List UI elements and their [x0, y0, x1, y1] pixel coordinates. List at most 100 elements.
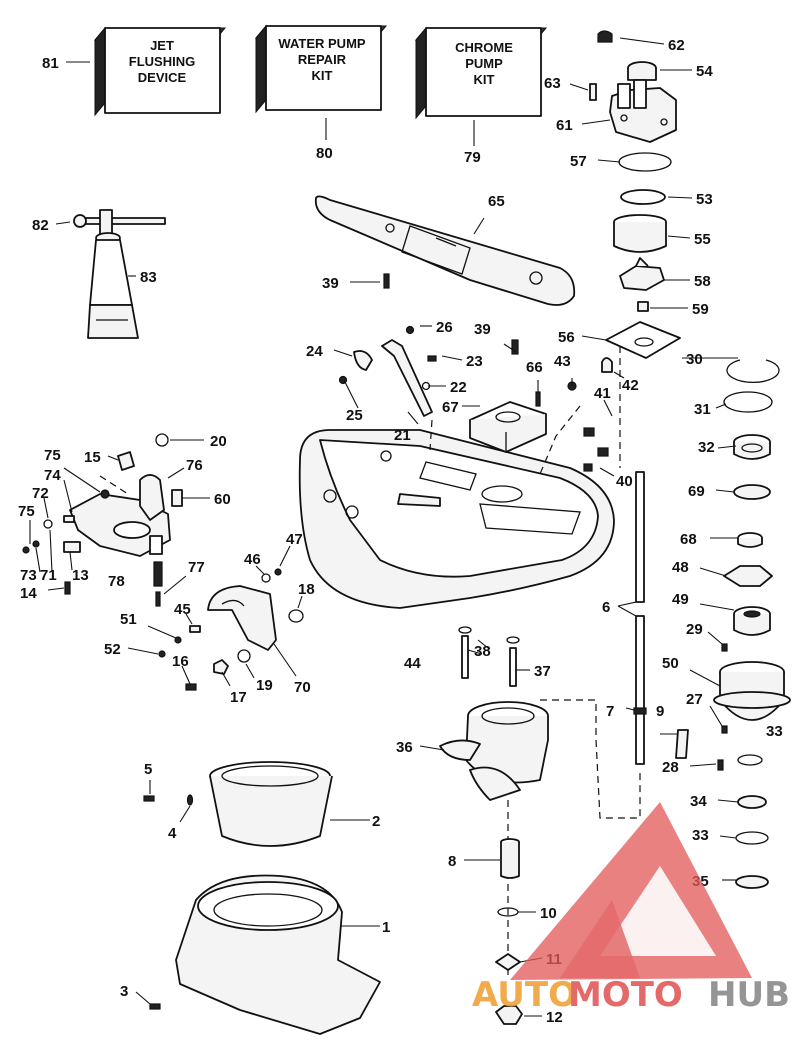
watermark-auto: AUTO [472, 975, 577, 1015]
steering-arm-78 [69, 474, 171, 557]
pin-9 [675, 729, 689, 759]
callout-42: 42 [622, 377, 639, 394]
kit-box-water-pump: WATER PUMP REPAIR KIT [254, 24, 388, 114]
callout-69: 69 [688, 483, 705, 500]
callout-25: 25 [346, 407, 363, 424]
bolt-37 [509, 647, 517, 687]
callout-70: 70 [294, 679, 311, 696]
callout-51: 51 [120, 611, 137, 628]
callout-54: 54 [696, 63, 713, 80]
watermark-moto: MOTO [568, 975, 683, 1015]
callout-8: 8 [448, 853, 456, 870]
callout-30: 30 [686, 351, 703, 368]
intake-housing-1 [175, 874, 381, 1035]
screw-29 [721, 643, 728, 652]
seal-68 [737, 532, 763, 548]
screw-14 [64, 581, 71, 595]
washer-19 [237, 649, 251, 663]
bearing-housing-50 [713, 661, 791, 721]
key-59 [637, 301, 649, 312]
retainer-48 [723, 565, 773, 587]
callout-78: 78 [108, 573, 125, 590]
screw-28 [717, 759, 724, 771]
callout-59: 59 [692, 301, 709, 318]
kit-jet-line1: JET [150, 38, 174, 53]
bolt-74 [63, 515, 75, 523]
callout-1: 1 [382, 919, 390, 936]
callout-20: 20 [210, 433, 227, 450]
ring-31 [723, 391, 773, 413]
callout-10: 10 [540, 905, 557, 922]
bearing-49 [733, 606, 771, 636]
callout-75b: 75 [18, 503, 35, 520]
pin-4 [186, 794, 194, 806]
lever-70 [207, 585, 277, 651]
callout-34: 34 [690, 793, 707, 810]
callout-56: 56 [558, 329, 575, 346]
callout-4: 4 [168, 825, 177, 842]
screw-45 [189, 625, 201, 633]
bushing-13 [63, 541, 81, 553]
callout-52: 52 [104, 641, 121, 658]
pump-housing-assembly [589, 30, 677, 143]
callout-55: 55 [694, 231, 711, 248]
callout-36: 36 [396, 739, 413, 756]
callout-46: 46 [244, 551, 261, 568]
callout-74: 74 [44, 467, 61, 484]
nut-17 [213, 659, 229, 675]
callout-73: 73 [20, 567, 37, 584]
nut-75-a [100, 489, 110, 499]
callout-39a: 39 [322, 275, 339, 292]
sleeve-8 [500, 838, 520, 879]
callout-19: 19 [256, 677, 273, 694]
callout-38: 38 [474, 643, 491, 660]
screw-3 [149, 1003, 161, 1010]
kit-box-chrome-pump: CHROME PUMP KIT [414, 26, 548, 120]
callout-62: 62 [668, 37, 685, 54]
watermark-hub: HUB [708, 975, 790, 1015]
callout-18: 18 [298, 581, 315, 598]
washer-46 [261, 573, 271, 583]
callout-37: 37 [534, 663, 551, 680]
callout-17: 17 [230, 689, 247, 706]
nozzle-2 [209, 761, 333, 847]
callout-31: 31 [694, 401, 711, 418]
screw-27 [721, 725, 728, 734]
screw-5 [143, 795, 155, 802]
bracket-21 [353, 339, 433, 417]
callout-47: 47 [286, 531, 303, 548]
callout-33a: 33 [766, 723, 783, 740]
tab-washer-11 [495, 953, 521, 971]
flushing-device [73, 209, 166, 339]
hose-41 [583, 414, 627, 457]
impeller-liner-55 [613, 214, 667, 253]
plate-56 [605, 321, 681, 359]
spring-77 [153, 561, 163, 587]
nut-12 [495, 1005, 523, 1025]
nut-47 [274, 568, 282, 576]
bushing-15 [117, 451, 135, 471]
callout-45: 45 [174, 601, 191, 618]
washer-18 [288, 609, 304, 623]
callout-72: 72 [32, 485, 49, 502]
nut-51 [174, 636, 182, 644]
callout-32: 32 [698, 439, 715, 456]
callout-83: 83 [140, 269, 157, 286]
callout-79: 79 [464, 149, 481, 166]
adapter-block-67 [469, 401, 547, 453]
kit-pump-line1: WATER PUMP [278, 36, 365, 51]
callout-26: 26 [436, 319, 453, 336]
bolt-44 [461, 635, 469, 679]
cover-plate-65 [314, 195, 576, 306]
callout-41: 41 [594, 385, 611, 402]
callout-48: 48 [672, 559, 689, 576]
callout-43: 43 [554, 353, 571, 370]
callout-21: 21 [394, 427, 411, 444]
callout-12: 12 [546, 1009, 563, 1026]
callout-50: 50 [662, 655, 679, 672]
callout-15: 15 [84, 449, 101, 466]
impeller-58 [619, 257, 665, 291]
callout-65: 65 [488, 193, 505, 210]
washer-69 [733, 484, 771, 500]
